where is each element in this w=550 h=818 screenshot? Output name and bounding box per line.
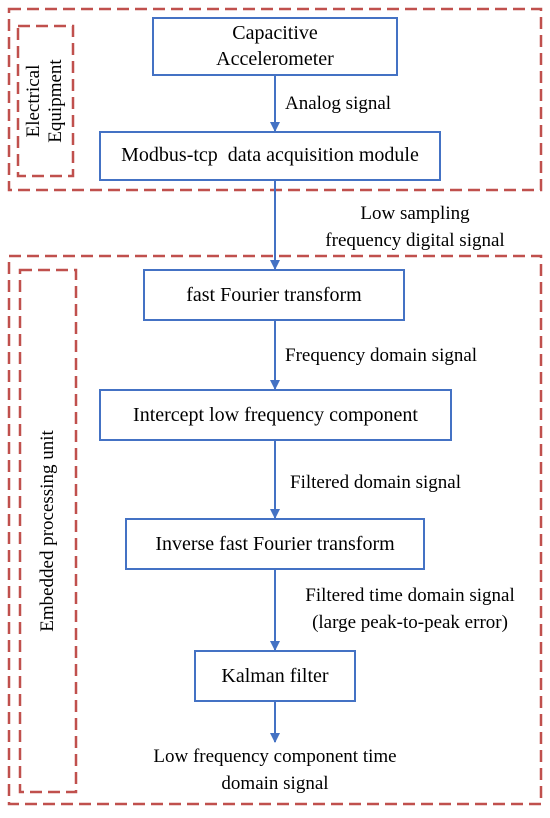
fft-box (143, 269, 405, 321)
filtered-time-label: Filtered time domain signal (large peak-… (305, 585, 515, 633)
ifft-label: Inverse fast Fourier transform (155, 533, 395, 555)
modbus-label: Modbus-tcp data acquisition module (121, 144, 419, 166)
embedded-processing-label-frame (18, 268, 78, 794)
kalman-label: Kalman filter (221, 665, 329, 687)
modbus-box (99, 131, 441, 181)
electrical-equipment-label-frame (16, 24, 75, 178)
intercept-label: Intercept low frequency component (133, 404, 418, 426)
fft-label: fast Fourier transform (186, 284, 362, 306)
analog-signal-label: Analog signal (285, 93, 392, 114)
accelerometer-label: Capacitive Accelerometer (216, 22, 334, 70)
electrical-equipment-label: Electrical Equipment (23, 59, 66, 143)
low-sampling-label: Low sampling frequency digital signal (325, 203, 505, 251)
filtered-domain-label: Filtered domain signal (290, 472, 461, 493)
accelerometer-box (152, 17, 398, 76)
embedded-processing-label: Embedded processing unit (37, 430, 58, 632)
frequency-domain-label: Frequency domain signal (285, 345, 478, 366)
output-label: Low frequency component time domain sign… (153, 746, 397, 794)
